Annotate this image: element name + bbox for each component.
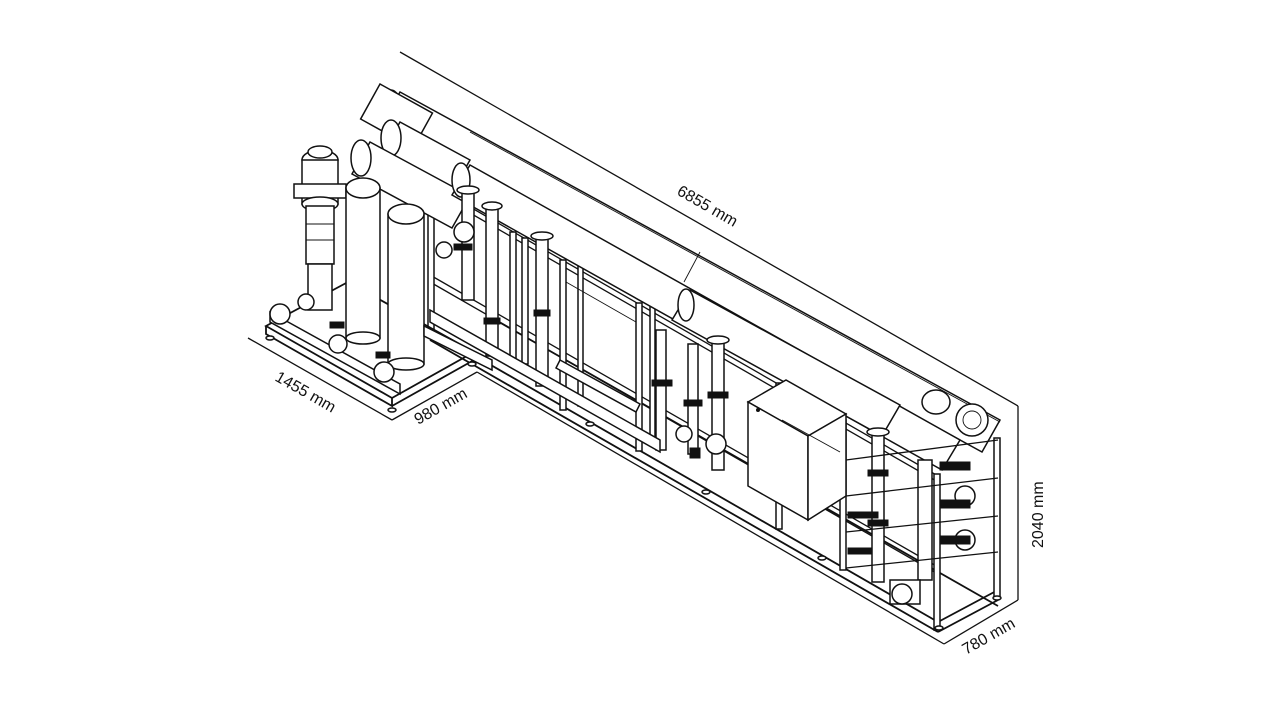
dim-line-depth-main [943,599,1019,645]
dim-line-depth-skid [247,337,393,421]
dimension-lines [247,51,1019,645]
pressure-vessels [350,82,1002,551]
dim-label-length: 6855 mm [674,183,740,231]
dim-line-length [399,51,1019,407]
dim-line-base [476,371,945,645]
dim-label-depth-main: 780 mm [960,615,1019,658]
dim-line-width-skid [391,371,478,421]
dim-label-height: 2040 mm [1030,481,1047,548]
dim-label-depth-skid: 1455 mm [272,369,338,417]
piping-valves [429,185,999,605]
control-cabinet [746,379,848,522]
pump-skid [264,145,493,413]
